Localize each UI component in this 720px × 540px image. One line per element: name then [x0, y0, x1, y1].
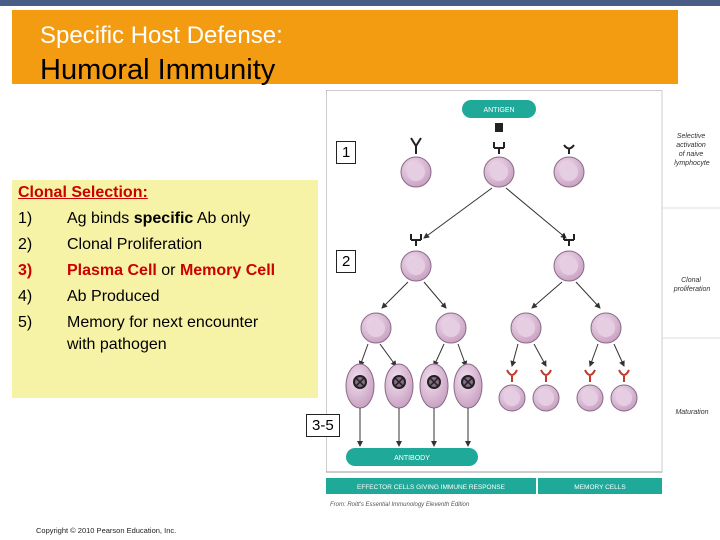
cell-nuclei: [504, 390, 632, 406]
side-label-proliferation: Clonal proliferation: [673, 277, 711, 293]
note-text: Memory for next encounter: [67, 314, 259, 331]
svg-text:ANTIBODY: ANTIBODY: [394, 455, 430, 462]
figure-source: From: Roitt's Essential Immunology Eleve…: [330, 502, 470, 508]
arrows-to-antibody: [357, 408, 471, 447]
svg-text:MEMORY CELLS: MEMORY CELLS: [574, 484, 626, 491]
antigen-square-icon: [495, 123, 503, 132]
receptor-icons-row1: [410, 137, 575, 154]
side-label-maturation: Maturation: [675, 409, 708, 416]
step-label-1: 1: [336, 141, 357, 164]
slide-title: Specific Host Defense:: [40, 22, 283, 49]
effector-bar: EFFECTOR CELLS GIVING IMMUNE RESPONSE: [326, 478, 536, 494]
figure-background: [326, 90, 720, 510]
note-number: 1): [18, 210, 33, 227]
step-label-3-5: 3-5: [306, 414, 340, 437]
svg-text:ANTIGEN: ANTIGEN: [483, 107, 514, 114]
note-text: Plasma Cell or Memory Cell: [67, 262, 276, 279]
memory-receptor-icons: [506, 369, 630, 382]
notes-heading: Clonal Selection:: [18, 184, 148, 201]
receptor-icons-row2: [410, 234, 575, 246]
note-text: Clonal Proliferation: [67, 236, 203, 253]
side-label-activation: Selective activation of naive lymphocyte: [674, 133, 710, 167]
copyright-text: Copyright © 2010 Pearson Education, Inc.: [36, 526, 177, 535]
note-text: Ag binds specific Ab only: [67, 210, 251, 227]
clonal-selection-figure: ANTIGEN Selective activation of naive ly…: [325, 89, 720, 510]
antibody-pill: ANTIBODY: [346, 448, 478, 466]
top-strip: [0, 0, 720, 6]
memory-bar: MEMORY CELLS: [538, 478, 662, 494]
note-text-continued: with pathogen: [67, 336, 167, 353]
title-box: Specific Host Defense: Humoral Immunity: [12, 10, 678, 86]
cell-nuclei: [367, 319, 615, 337]
note-number: 3): [18, 262, 33, 279]
slide-subtitle: Humoral Immunity: [40, 54, 276, 86]
note-number: 5): [18, 314, 33, 331]
cell-nuclei: [407, 163, 578, 181]
cell-nuclei: [407, 257, 578, 275]
svg-text:EFFECTOR CELLS GIVING IMMUNE R: EFFECTOR CELLS GIVING IMMUNE RESPONSE: [357, 484, 506, 491]
note-number: 4): [18, 288, 33, 305]
note-text: Ab Produced: [67, 288, 160, 305]
arrows-level3: [358, 343, 625, 367]
note-number: 2): [18, 236, 33, 253]
arrows-level1: [423, 187, 567, 239]
plasma-cell-x-marks: [355, 377, 473, 387]
notes-box: Clonal Selection: 1) Ag binds specific A…: [12, 180, 318, 398]
step-label-2: 2: [336, 250, 357, 273]
arrows-level2: [381, 281, 601, 309]
antigen-pill: ANTIGEN: [462, 100, 536, 118]
